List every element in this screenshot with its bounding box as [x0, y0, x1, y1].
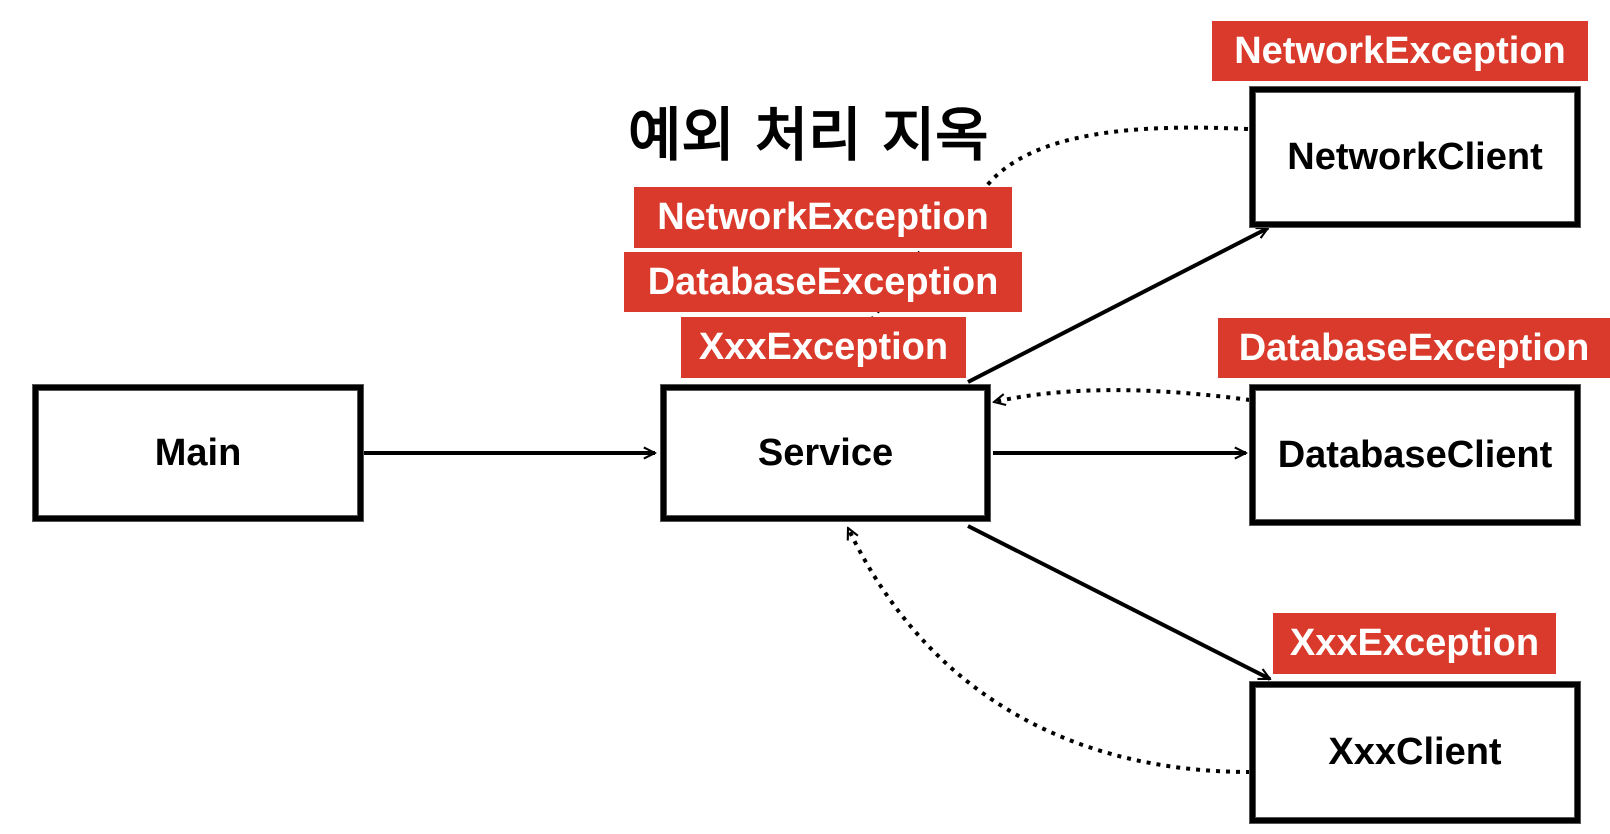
- xxx-exception-text: XxxException: [1289, 622, 1540, 664]
- network-client-label: NetworkClient: [1287, 135, 1543, 178]
- arrow-service-to-network-client: [967, 226, 1268, 384]
- service-xxx-exception-label: XxxException: [681, 317, 966, 378]
- exception-arrow-database-to-service: [994, 388, 1251, 402]
- main-box: Main: [33, 385, 363, 521]
- arrow-service-to-xxx-client: [967, 524, 1270, 681]
- database-client-box: DatabaseClient: [1250, 385, 1580, 525]
- xxx-client-box: XxxClient: [1250, 682, 1580, 823]
- service-xxx-exception-text: XxxException: [698, 326, 949, 368]
- xxx-client-label: XxxClient: [1328, 731, 1502, 773]
- service-network-exception-text: NetworkException: [657, 196, 989, 238]
- service-database-exception-label: DatabaseException: [624, 252, 1022, 312]
- service-network-exception-label: NetworkException: [634, 187, 1012, 248]
- service-box: Service: [661, 385, 990, 521]
- network-client-box: NetworkClient: [1250, 87, 1580, 227]
- network-exception-text: NetworkException: [1234, 29, 1566, 72]
- diagram-title: 예외 처리 지옥: [628, 101, 989, 169]
- main-label: Main: [154, 431, 242, 474]
- service-label: Service: [757, 431, 894, 474]
- database-client-label: DatabaseClient: [1277, 433, 1553, 476]
- exception-arrow-xxx-to-service: [846, 528, 1251, 774]
- service-database-exception-text: DatabaseException: [647, 260, 999, 303]
- database-exception-label: DatabaseException: [1218, 318, 1610, 378]
- database-exception-text: DatabaseException: [1238, 326, 1590, 369]
- network-exception-label: NetworkException: [1212, 21, 1588, 81]
- xxx-exception-label: XxxException: [1273, 613, 1556, 674]
